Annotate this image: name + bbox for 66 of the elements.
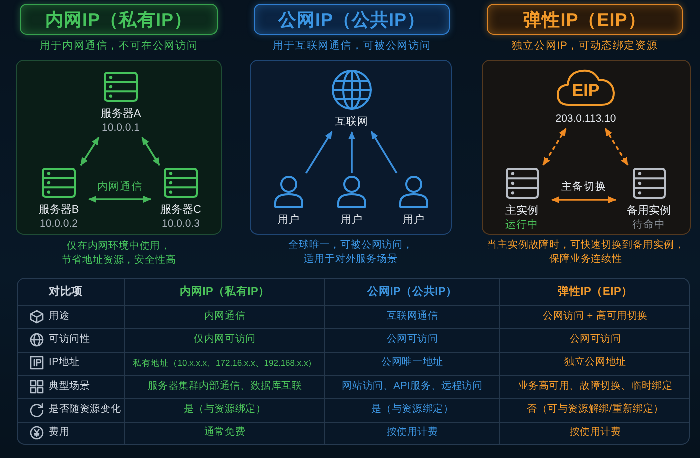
row-label: 是否随资源变化: [49, 402, 122, 417]
comparison-value: 服务器集群内部通信、数据库互联: [148, 380, 302, 394]
title-banner: 公网IP（公共IP）: [254, 4, 450, 35]
comparison-value: 是（与资源绑定）: [184, 402, 266, 417]
edge-label: 内网通信: [95, 180, 145, 194]
ip-address: 203.0.113.10: [556, 112, 616, 126]
double-arrow: [88, 196, 152, 203]
arrow: [306, 131, 333, 174]
ip-address: 10.0.0.3: [162, 217, 200, 231]
double-arrow: [542, 128, 567, 166]
diagram-panel: [250, 60, 452, 235]
instance-name: 主实例: [506, 204, 538, 218]
double-arrow: [552, 196, 616, 204]
user-label: 用户: [403, 213, 425, 227]
comparison-value: 是（与资源绑定）: [371, 402, 454, 417]
arrow: [348, 132, 356, 173]
column-header: 公网IP（公共IP）: [368, 284, 458, 298]
comparison-value: 内网通信: [204, 310, 246, 324]
comparison-value: 公网可访问: [570, 332, 622, 347]
subtitle: 用于互联网通信，可被公网访问: [272, 39, 432, 53]
row-label: IP地址: [49, 356, 80, 370]
status-text: 待命中: [632, 218, 666, 232]
comparison-value: 按使用计费: [570, 426, 622, 440]
comparison-value: 按使用计费: [386, 426, 438, 440]
note-text: 全球唯一，可被公网访问，适用于对外服务场景: [288, 239, 414, 267]
cloud-label: EIP: [572, 82, 600, 100]
ip-address: 10.0.0.1: [102, 121, 140, 135]
node-label: 互联网: [336, 115, 368, 129]
double-arrow: [80, 137, 100, 166]
comparison-value: 互联网通信: [386, 310, 438, 324]
row-label: 典型场景: [49, 380, 90, 394]
title-banner: 内网IP（私有IP）: [20, 4, 218, 35]
server-name: 服务器A: [100, 107, 142, 121]
subtitle: 用于内网通信，不可在公网访问: [40, 39, 198, 53]
server-name: 服务器B: [38, 203, 80, 217]
column-header: 对比项: [49, 284, 83, 298]
user-label: 用户: [341, 213, 363, 227]
note-text: 仅在内网环境中使用，节省地址资源，安全性高: [60, 240, 178, 268]
comparison-value: 私有地址（10.x.x.x、172.16.x.x、192.168.x.x）: [132, 357, 318, 370]
diagram-panel: [482, 60, 691, 235]
instance-name: 备用实例: [627, 204, 671, 218]
server-name: 服务器C: [160, 203, 202, 217]
subtitle: 独立公网IP，可动态绑定资源: [512, 39, 658, 53]
diagram-panel: [16, 60, 222, 235]
user-label: 用户: [278, 213, 300, 227]
comparison-value: 业务高可用、故障切换、临时绑定: [518, 380, 673, 394]
comparison-value: 否（可与资源解绑/重新绑定）: [527, 402, 664, 417]
comparison-value: 网站访问、API服务、远程访问: [342, 380, 483, 394]
column-header: 内网IP（私有IP）: [180, 284, 270, 298]
comparison-value: 公网唯一地址: [382, 356, 444, 370]
row-label: 可访问性: [49, 332, 90, 347]
ip-address: 10.0.0.2: [40, 217, 78, 231]
column-header: 弹性IP（EIP）: [558, 284, 633, 298]
status-text: 运行中: [506, 218, 538, 232]
arrow: [370, 131, 398, 174]
double-arrow: [604, 128, 629, 166]
row-label: 用途: [49, 310, 70, 324]
comparison-value: 仅内网可访问: [194, 332, 256, 347]
title-banner: 弹性IP（EIP）: [487, 4, 683, 35]
double-arrow: [142, 137, 160, 166]
comparison-value: 独立公网地址: [564, 356, 626, 370]
comparison-value: 公网可访问: [386, 332, 438, 347]
comparison-value: 公网访问 + 高可用切换: [543, 310, 648, 324]
comparison-value: 通常免费: [204, 426, 246, 440]
note-text: 当主实例故障时，可快速切换到备用实例，保障业务连续性: [486, 239, 686, 267]
row-label: 费用: [49, 426, 70, 440]
